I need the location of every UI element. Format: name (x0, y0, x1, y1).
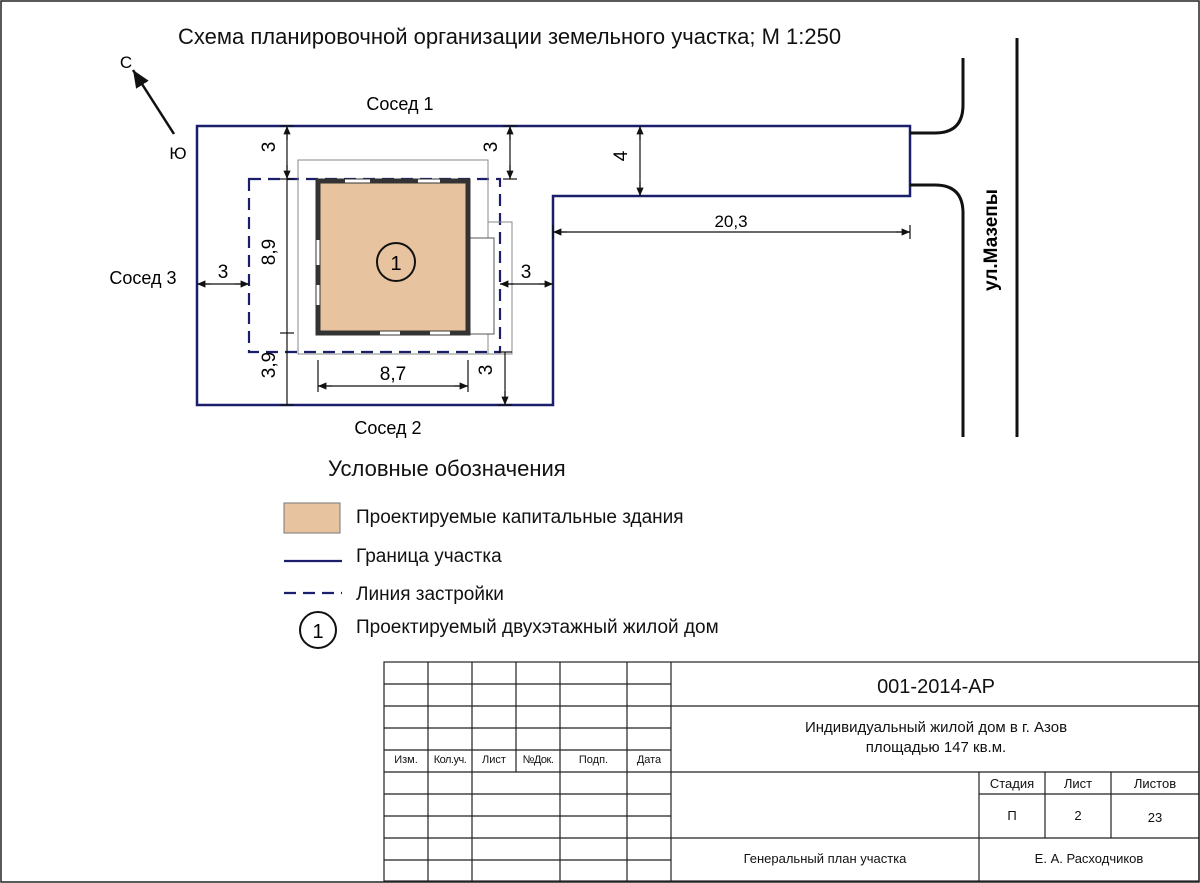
plot-boundary (195, 124, 912, 407)
street-edge-left-lower (910, 183, 965, 437)
col-data: Дата (636, 754, 662, 766)
legend-label-boundary: Граница участка (356, 546, 502, 567)
legend-house-circle (299, 611, 337, 649)
neighbor-3: Сосед 3 (109, 268, 176, 288)
col-ndok: №Док. (522, 754, 554, 766)
col-izm: Изм. (394, 754, 418, 766)
title-block-grid (383, 661, 1200, 882)
sheets-header: Листов (1133, 776, 1177, 791)
dim-driveway-width: 4 (611, 150, 632, 161)
dim-house-height: 8,9 (259, 239, 280, 265)
south-label: Ю (169, 144, 186, 163)
legend-label-build-line: Линия застройки (356, 584, 504, 605)
object-name: Индивидуальный жилой дом в г. Азов площа… (672, 718, 1200, 758)
page-title: Схема планировочной организации земельно… (178, 24, 842, 49)
house-number: 1 (390, 253, 401, 275)
dim-left-setback: 3 (218, 262, 229, 283)
legend-label-house: Проектируемый двухэтажный жилой дом (356, 617, 719, 638)
drawing-name: Генеральный план участка (743, 851, 907, 866)
dim-top-right-setback: 3 (481, 142, 502, 153)
neighbor-1: Сосед 1 (366, 94, 433, 114)
object-name-line2: площадью 147 кв.м. (865, 739, 1007, 756)
north-arrow (131, 69, 176, 135)
north-label: С (120, 53, 132, 72)
stage-value: П (1007, 808, 1017, 823)
house-number-circle (376, 242, 416, 282)
sheet-value: 2 (1074, 808, 1082, 823)
sheet-header: Лист (1063, 776, 1093, 791)
dim-top-left-setback: 3 (259, 142, 280, 153)
legend-title: Условные обозначения (328, 456, 566, 481)
legend-building-swatch (283, 502, 341, 534)
porch-block (469, 237, 495, 335)
street-name: ул.Мазепы (981, 189, 1002, 291)
document-code: 001-2014-АР (877, 676, 995, 698)
dim-bottom-left-setback: 3,9 (259, 352, 280, 378)
dim-right-setback: 3 (521, 262, 532, 283)
author-name: Е. А. Расходчиков (1034, 851, 1144, 866)
porch-outline (488, 221, 513, 355)
stage-header: Стадия (989, 776, 1035, 791)
street-edge-left (910, 58, 965, 135)
object-name-line1: Индивидуальный жилой дом в г. Азов (804, 719, 1068, 736)
neighbor-2: Сосед 2 (354, 418, 421, 438)
legend-label-buildings: Проектируемые капитальные здания (356, 507, 684, 528)
sheets-value: 23 (1147, 810, 1163, 825)
col-list: Лист (482, 754, 506, 766)
col-podp: Подп. (578, 754, 609, 766)
col-koluch: Кол.уч. (433, 754, 467, 766)
dim-driveway-length: 20,3 (714, 212, 747, 231)
dimension-arrows (197, 126, 910, 405)
legend-house-number: 1 (312, 621, 323, 643)
dim-bottom-right-setback: 3 (476, 365, 497, 376)
dim-house-width: 8,7 (380, 364, 406, 385)
